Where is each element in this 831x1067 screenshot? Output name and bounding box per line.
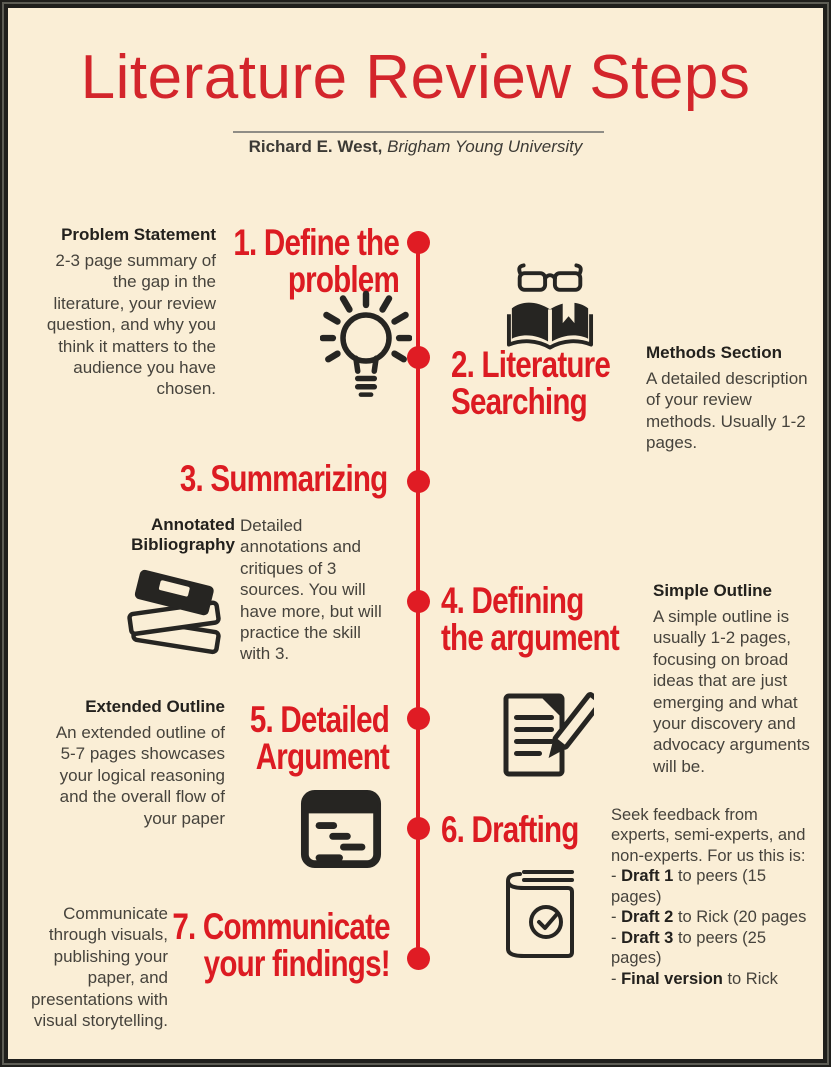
- note-problem-statement: Problem Statement 2-3 page summary of th…: [38, 225, 216, 400]
- glasses-book-icon: [506, 256, 594, 352]
- outline-window-icon: [300, 787, 382, 871]
- note-annotated-bibliography-body: Detailed annotations and critiques of 3 …: [240, 516, 382, 664]
- title-divider: [233, 131, 604, 133]
- feedback-item: - Draft 3 to peers (25 pages): [611, 928, 766, 968]
- note-extended-outline: Extended Outline An extended outline of …: [40, 697, 225, 829]
- note-title: Extended Outline: [85, 697, 225, 716]
- timeline-dot-7: [407, 947, 430, 970]
- feedback-intro: Seek feedback from experts, semi-experts…: [611, 806, 806, 865]
- timeline-dot-6: [407, 817, 430, 840]
- note-body: A detailed description of your review me…: [646, 369, 808, 453]
- book-stack-icon: [116, 556, 236, 666]
- byline-affiliation: Brigham Young University: [387, 137, 583, 156]
- timeline-dot-4: [407, 590, 430, 613]
- step-7-heading: 7. Communicate your findings!: [172, 906, 391, 984]
- document-pencil-icon: [494, 688, 594, 783]
- step-5-heading: 5. Detailed Argument: [249, 699, 390, 777]
- byline-author: Richard E. West,: [248, 137, 388, 156]
- feedback-item: - Final version to Rick: [611, 969, 778, 988]
- note-body: A simple outline is usually 1-2 pages, f…: [653, 607, 810, 776]
- note-title: Simple Outline: [653, 581, 773, 600]
- page-title: Literature Review Steps: [80, 43, 751, 112]
- step-6-heading: 6. Drafting: [441, 809, 579, 850]
- feedback-item: - Draft 2 to Rick (20 pages: [611, 908, 807, 927]
- note-drafting-feedback: Seek feedback from experts, semi-experts…: [611, 805, 819, 989]
- note-body: Communicate through visuals, publishing …: [30, 904, 168, 1031]
- book-check-icon: [500, 864, 580, 964]
- note-title: Problem Statement: [61, 225, 216, 244]
- feedback-item: - Draft 1 to peers (15 pages): [611, 867, 766, 906]
- note-title: Methods Section: [646, 343, 783, 362]
- step-3-heading: 3. Summarizing: [179, 458, 387, 499]
- note-annotated-bibliography-title: Annotated Bibliography: [131, 515, 235, 555]
- byline: Richard E. West, Brigham Young Universit…: [8, 137, 823, 157]
- lightbulb-icon: [320, 290, 412, 410]
- timeline-dot-1: [407, 231, 430, 254]
- note-communicate: Communicate through visuals, publishing …: [28, 903, 168, 1031]
- timeline-dot-3: [407, 470, 430, 493]
- step-2-heading: 2. Literature Searching: [451, 344, 611, 422]
- timeline-dot-2: [407, 346, 430, 369]
- infographic-canvas: Literature Review Steps Richard E. West,…: [8, 8, 823, 1059]
- timeline-dot-5: [407, 707, 430, 730]
- step-4-heading: 4. Defining the argument: [441, 580, 620, 658]
- note-methods-section: Methods Section A detailed description o…: [646, 343, 818, 454]
- step-1-heading: 1. Define the problem: [233, 222, 399, 300]
- note-body: 2-3 page summary of the gap in the liter…: [46, 251, 216, 399]
- note-simple-outline: Simple Outline A simple outline is usual…: [653, 581, 823, 777]
- note-body: An extended outline of 5-7 pages showcas…: [55, 723, 225, 828]
